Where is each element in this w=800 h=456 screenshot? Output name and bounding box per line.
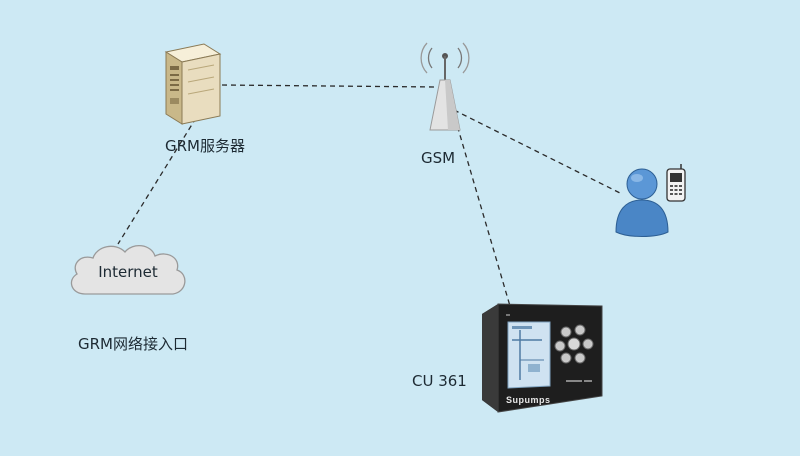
mobile-phone-icon	[666, 164, 686, 202]
controller-node: Supumps	[480, 300, 605, 415]
server-tower-icon	[164, 43, 222, 125]
user-node	[610, 160, 702, 238]
controller-brand: Supumps	[506, 395, 551, 405]
link-server-internet	[117, 117, 197, 245]
user-avatar-icon	[615, 168, 669, 237]
gsm-label: GSM	[421, 149, 456, 167]
link-gsm-controller	[454, 117, 511, 307]
internet-node: Internet	[63, 240, 193, 304]
gsm-node	[418, 34, 472, 136]
controller-device-icon	[482, 303, 603, 413]
cloud-icon	[70, 245, 186, 295]
link-server-gsm	[221, 84, 439, 88]
phone-node	[662, 162, 690, 204]
internet-label: GRM网络接入口	[78, 335, 188, 353]
server-node	[158, 42, 228, 126]
antenna-tower-icon	[420, 42, 470, 131]
controller-label: CU 361	[412, 372, 467, 390]
link-gsm-user	[453, 109, 621, 194]
server-label: GRM服务器	[165, 137, 245, 155]
internet-text: Internet	[98, 263, 158, 281]
